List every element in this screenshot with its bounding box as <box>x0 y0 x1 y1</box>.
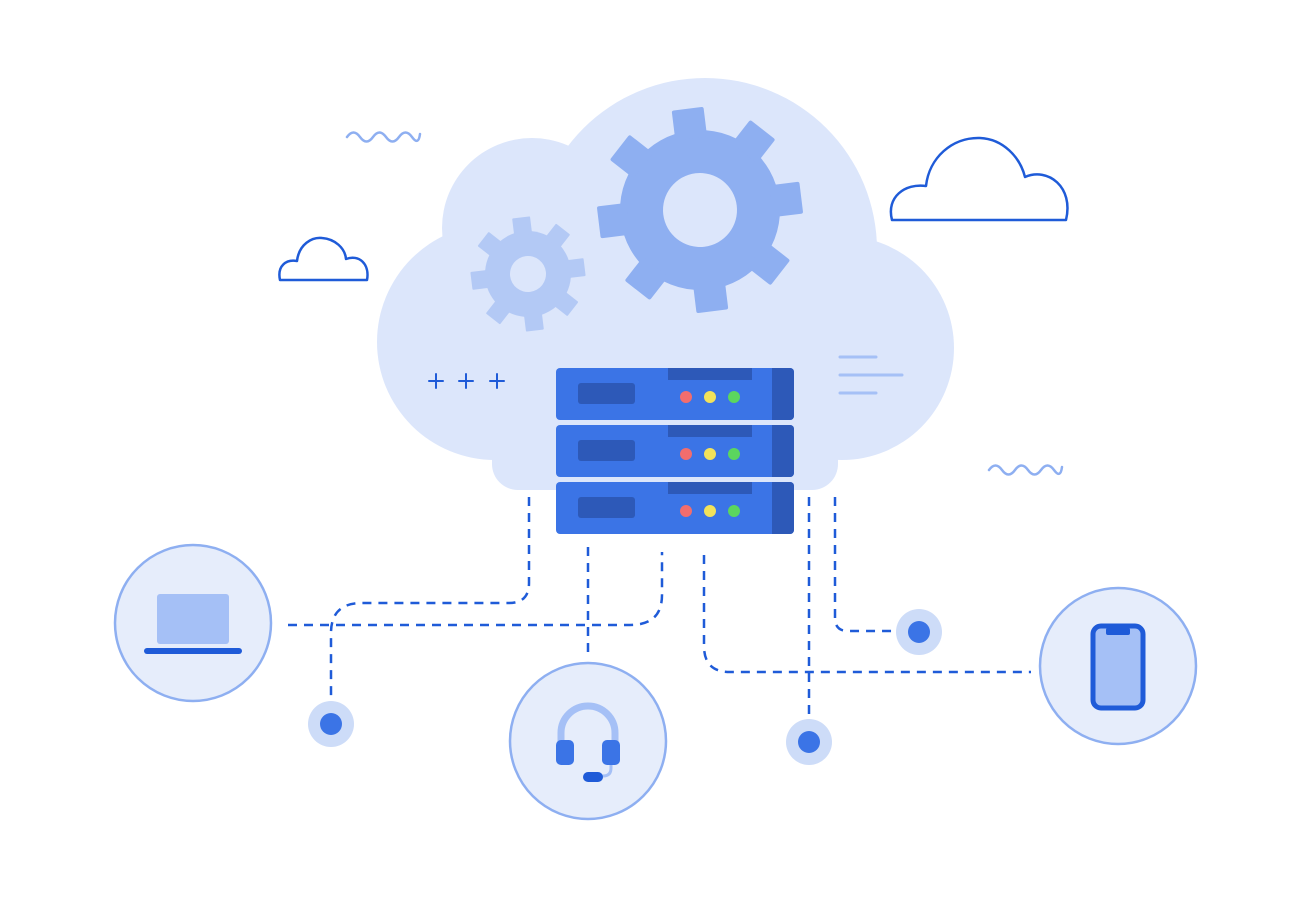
network-node <box>308 701 354 747</box>
network-connections <box>288 497 1031 730</box>
plus-icon <box>428 373 505 389</box>
gear-icon <box>597 107 803 313</box>
server-unit <box>556 482 794 534</box>
network-node <box>896 609 942 655</box>
server-unit <box>556 425 794 477</box>
text-lines-icon <box>838 355 904 395</box>
laptop-icon <box>144 594 242 654</box>
outline-cloud-icon <box>889 136 1069 222</box>
outline-cloud-icon <box>278 236 369 282</box>
mobile-device <box>1038 586 1198 746</box>
wave-icon <box>345 131 1064 476</box>
support-device <box>508 661 668 821</box>
smartphone-icon <box>1090 623 1146 711</box>
server-rack-icon <box>556 368 794 534</box>
headset-icon <box>556 702 620 782</box>
network-node <box>786 719 832 765</box>
server-unit <box>556 368 794 420</box>
gear-icon <box>470 216 586 332</box>
laptop-device <box>113 543 273 703</box>
